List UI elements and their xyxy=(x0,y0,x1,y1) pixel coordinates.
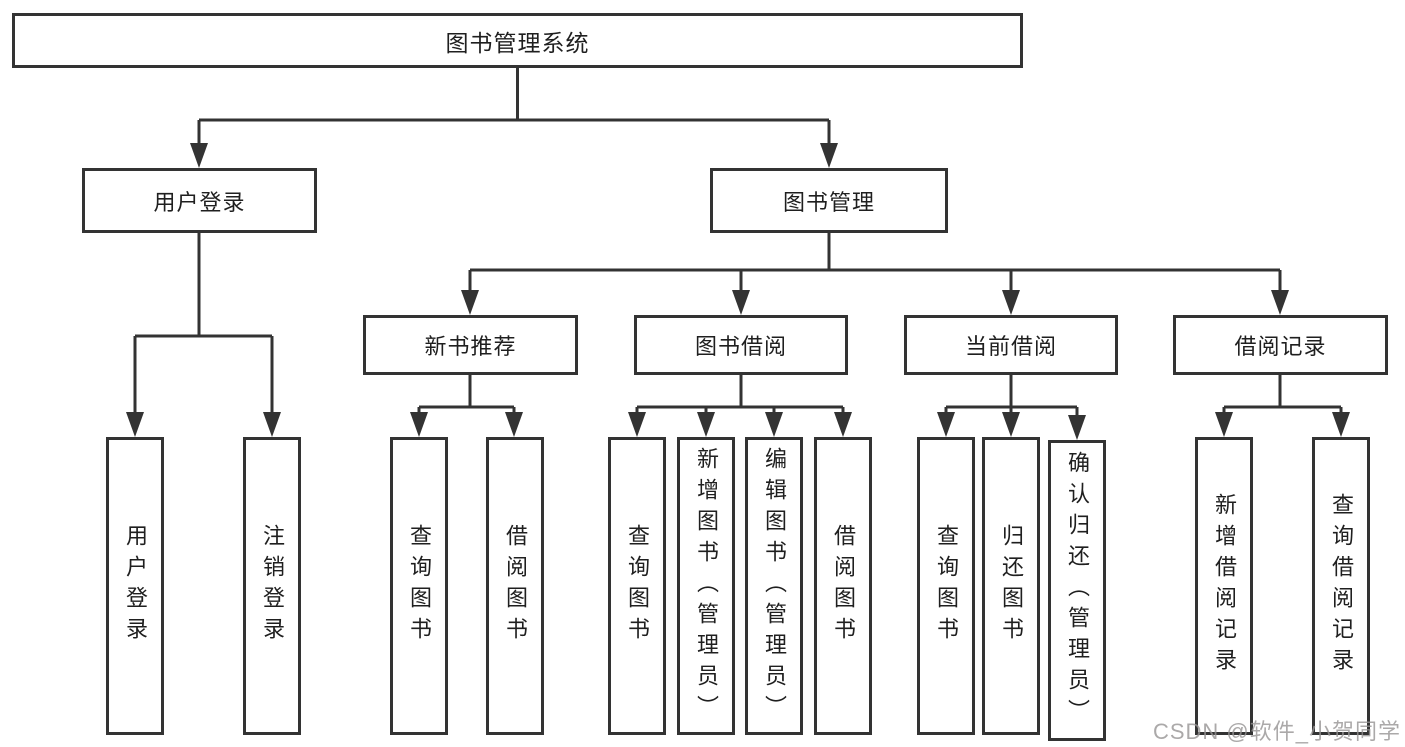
node-borrowing-records: 借阅记录 xyxy=(1173,315,1388,375)
leaf-confirm-return-admin: 确认归还（管理员） xyxy=(1048,440,1106,741)
leaf-query-books-borrowing: 查询图书 xyxy=(608,437,666,735)
leaf-user-login: 用户登录 xyxy=(106,437,164,735)
leaf-edit-books-admin: 编辑图书（管理员） xyxy=(745,437,803,735)
node-book-management: 图书管理 xyxy=(710,168,948,233)
leaf-return-books: 归还图书 xyxy=(982,437,1040,735)
node-current-borrowing: 当前借阅 xyxy=(904,315,1118,375)
arrowheads xyxy=(126,143,1350,440)
node-root-library-system: 图书管理系统 xyxy=(12,13,1023,68)
leaf-add-borrow-record: 新增借阅记录 xyxy=(1195,437,1253,735)
leaf-add-books-admin: 新增图书（管理员） xyxy=(677,437,735,735)
leaf-borrow-books: 借阅图书 xyxy=(814,437,872,735)
node-user-login: 用户登录 xyxy=(82,168,317,233)
leaf-borrow-books-recommend: 借阅图书 xyxy=(486,437,544,735)
node-book-borrowing: 图书借阅 xyxy=(634,315,848,375)
csdn-watermark: CSDN @软件_小贺同学 xyxy=(1152,719,1401,744)
leaf-query-books-recommend: 查询图书 xyxy=(390,437,448,735)
leaf-query-books-current: 查询图书 xyxy=(917,437,975,735)
leaf-logout: 注销登录 xyxy=(243,437,301,735)
leaf-query-borrow-record: 查询借阅记录 xyxy=(1312,437,1370,735)
node-new-book-recommend: 新书推荐 xyxy=(363,315,578,375)
